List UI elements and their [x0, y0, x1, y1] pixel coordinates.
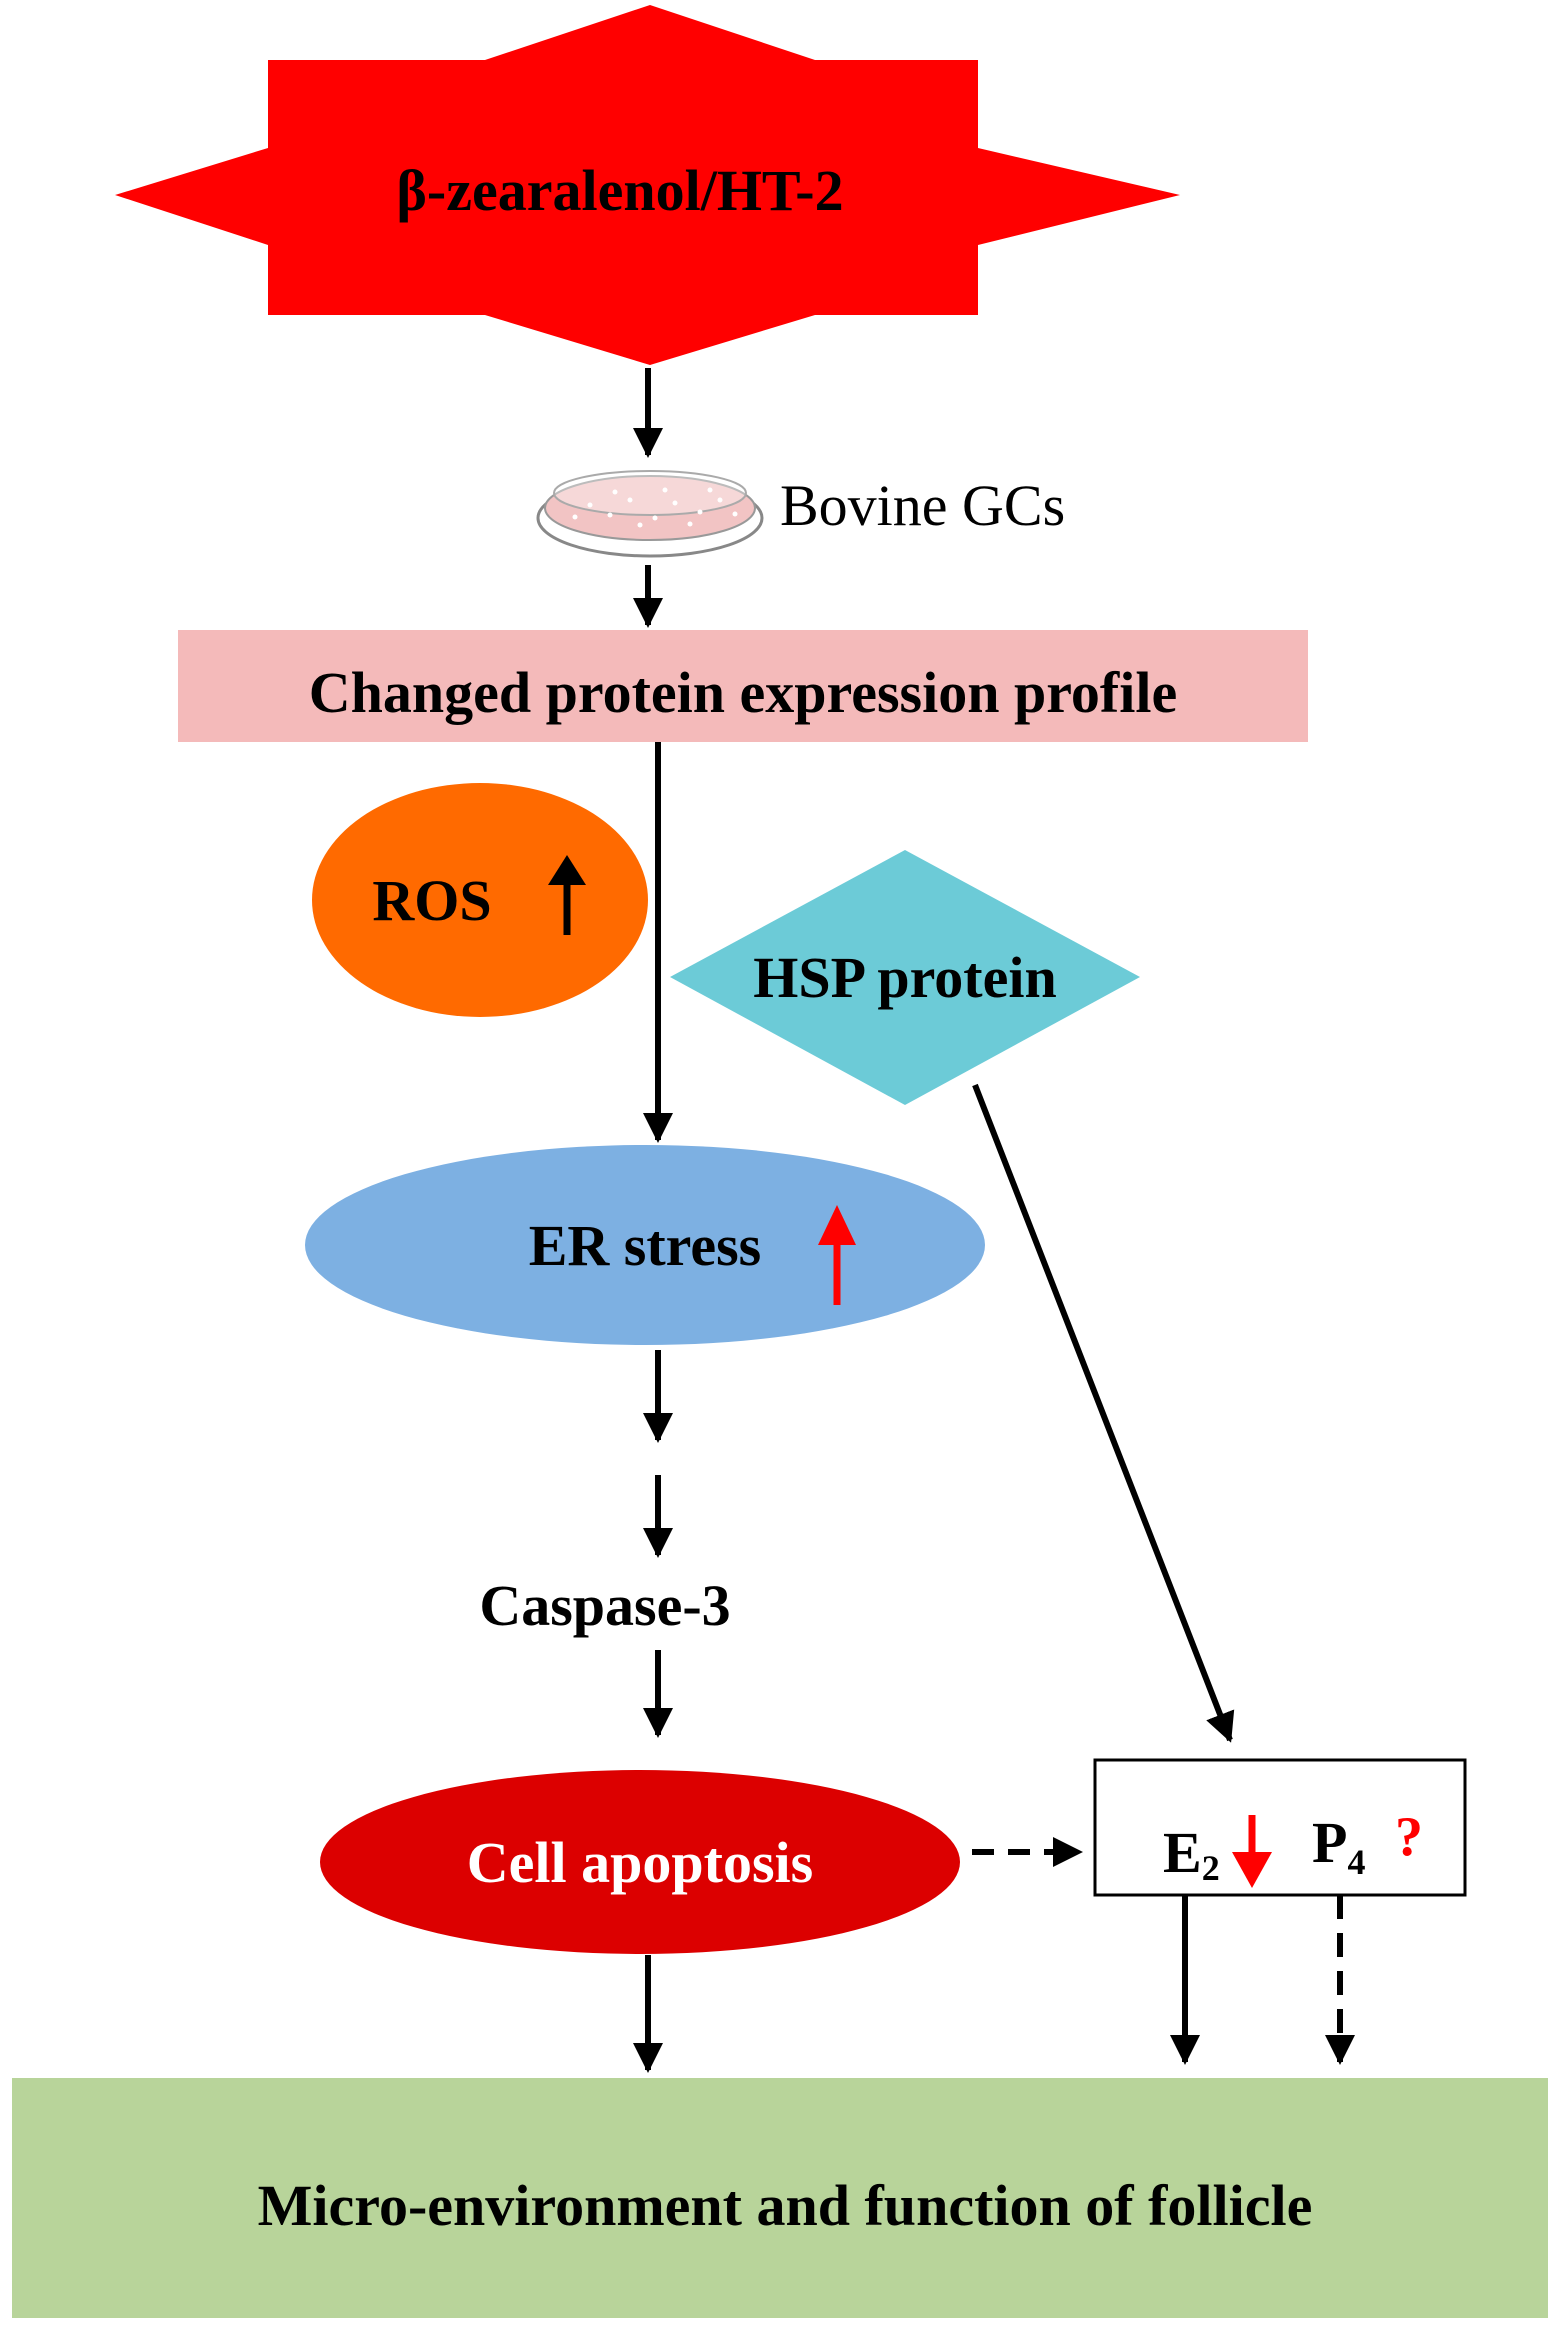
cells-label: Bovine GCs [780, 473, 1065, 538]
toxin-starburst [115, 5, 1180, 365]
e2-letter: E [1163, 1820, 1202, 1885]
protein-profile-box [178, 630, 1308, 742]
e2-label: E2 [1163, 1820, 1220, 1888]
p4-letter: P [1312, 1810, 1347, 1875]
p4-subscript: 4 [1347, 1842, 1365, 1882]
profile-label: Changed protein expression profile [309, 660, 1177, 725]
hormone-box [1093, 1758, 1467, 1897]
apoptosis-ellipse [320, 1770, 960, 1954]
caspase-label: Caspase-3 [479, 1573, 730, 1638]
er-stress-up-arrow-icon [818, 1205, 856, 1305]
follicle-label: Micro-environment and function of follic… [258, 2173, 1313, 2238]
ros-up-arrow-icon [548, 855, 586, 935]
hsp-diamond [670, 850, 1140, 1105]
e2-subscript: 2 [1202, 1848, 1220, 1888]
hsp-label: HSP protein [753, 945, 1056, 1010]
follicle-box [12, 2078, 1548, 2318]
p4-label: P4 [1312, 1810, 1365, 1882]
er-stress-label: ER stress [529, 1213, 762, 1278]
p4-unknown-mark: ? [1395, 1806, 1423, 1868]
er-stress-ellipse [305, 1145, 985, 1345]
petri-dish-icon [536, 470, 764, 558]
toxin-label: β-zearalenol/HT-2 [396, 158, 843, 223]
ros-label: ROS [372, 868, 491, 933]
e2-down-arrow-icon [1232, 1815, 1272, 1888]
apoptosis-label: Cell apoptosis [467, 1830, 813, 1895]
edge-hsp-to-hormones [972, 1083, 1235, 1743]
ros-ellipse [312, 783, 648, 1017]
